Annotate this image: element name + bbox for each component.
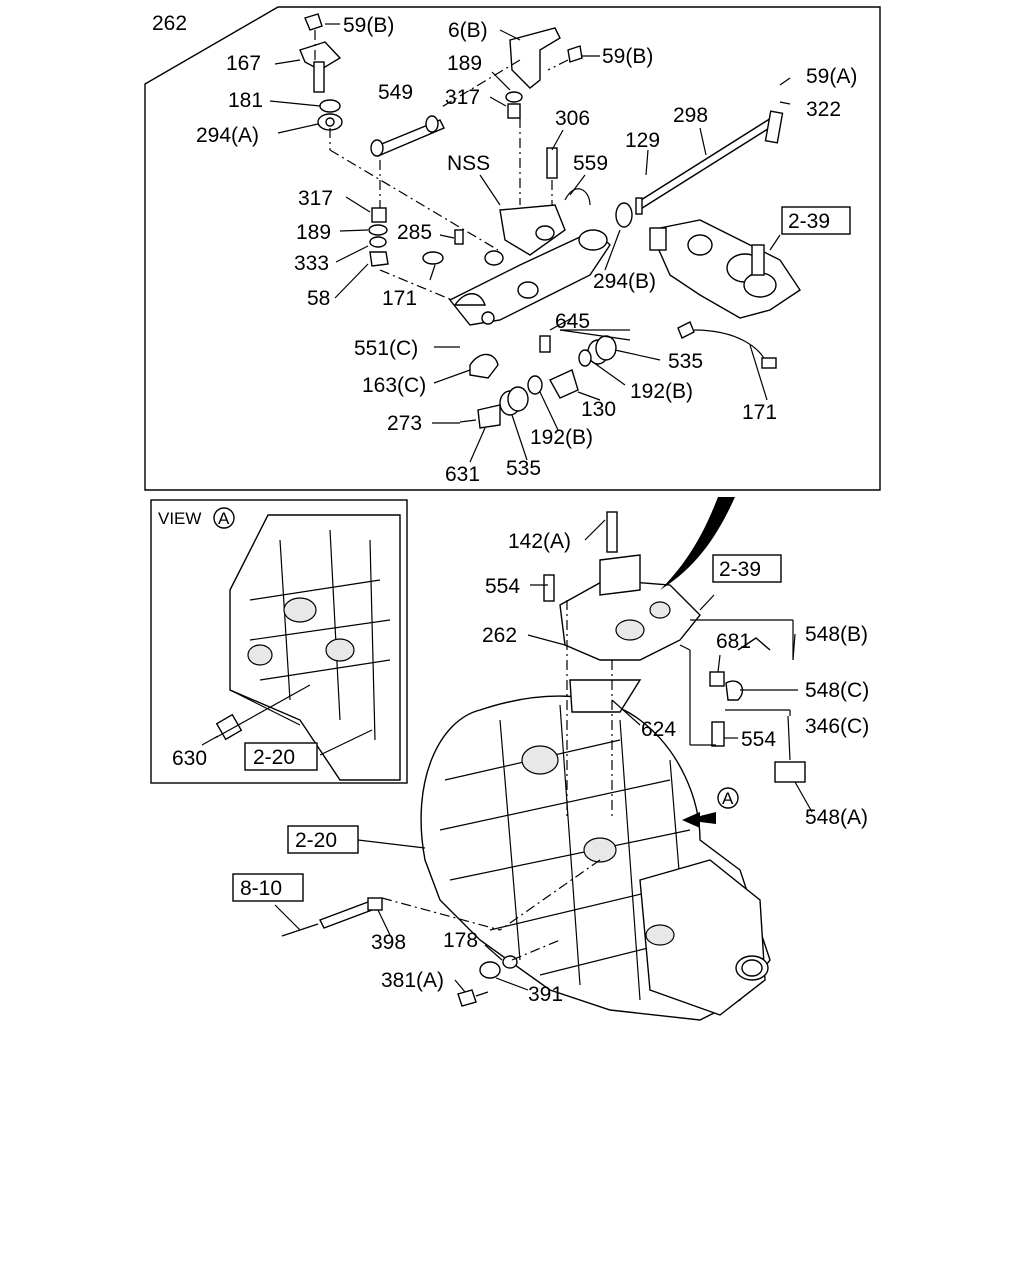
leader-lines-top	[269, 23, 791, 463]
label-630: 630	[172, 747, 207, 770]
label-189-mid: 189	[296, 221, 331, 244]
guide-dashes-bottom	[229, 600, 794, 961]
shift-housing	[448, 204, 611, 326]
view-a-marker-circle	[213, 507, 235, 529]
label-554-top: 554	[485, 575, 520, 598]
shift-tower-assembly	[543, 511, 806, 783]
ref-box-8-10: 8-10	[232, 873, 304, 902]
ref-box-2-20-view: 2-20	[244, 742, 318, 771]
svg-text:2-39: 2-39	[788, 210, 830, 233]
label-322: 322	[806, 98, 841, 121]
linkage-549	[370, 115, 445, 157]
leader-lines-bottom	[274, 519, 813, 993]
label-171-left: 171	[382, 287, 417, 310]
svg-text:8-10: 8-10	[240, 877, 282, 900]
svg-text:2-20: 2-20	[253, 746, 295, 769]
label-535-low: 535	[506, 457, 541, 480]
label-189-top: 189	[447, 52, 482, 75]
label-548c: 548(C)	[805, 679, 869, 702]
view-a-marker: A	[218, 509, 230, 528]
label-273: 273	[387, 412, 422, 435]
view-callout-arrow	[660, 497, 735, 590]
label-nss: NSS	[447, 152, 490, 175]
label-181: 181	[228, 89, 263, 112]
label-398: 398	[371, 931, 406, 954]
label-306: 306	[555, 107, 590, 130]
view-a-casing	[201, 514, 401, 781]
label-535-right: 535	[668, 350, 703, 373]
label-192b-low: 192(B)	[530, 426, 593, 449]
upper-assembly-frame	[144, 6, 881, 491]
label-262-top: 262	[152, 12, 187, 35]
shift-rod-298	[637, 110, 784, 209]
guide-dashes-top	[314, 30, 569, 301]
label-317-mid: 317	[298, 187, 333, 210]
ref-box-2-39-mid: 2-39	[712, 554, 782, 583]
label-142a: 142(A)	[508, 530, 571, 553]
view-a-title: VIEW	[158, 509, 201, 528]
label-346c: 346(C)	[805, 715, 869, 738]
label-130: 130	[581, 398, 616, 421]
label-554-low: 554	[741, 728, 776, 751]
small-parts-left	[299, 13, 464, 267]
direction-marker-circle	[717, 787, 739, 809]
direction-marker: A	[722, 789, 734, 808]
label-59a: 59(A)	[806, 65, 857, 88]
label-333: 333	[294, 252, 329, 275]
view-a-direction-arrow	[682, 812, 716, 828]
transmission-case	[420, 695, 771, 1021]
label-631: 631	[445, 463, 480, 486]
label-129: 129	[625, 129, 660, 152]
label-548a: 548(A)	[805, 806, 868, 829]
label-58: 58	[307, 287, 330, 310]
ref-box-2-39-top: 2-39	[781, 206, 851, 235]
ref-box-2-20-main: 2-20	[287, 825, 359, 854]
label-294b: 294(B)	[593, 270, 656, 293]
svg-text:2-39: 2-39	[719, 558, 761, 581]
label-59b-1: 59(B)	[343, 14, 394, 37]
label-391: 391	[528, 983, 563, 1006]
label-171-right: 171	[742, 401, 777, 424]
label-551c: 551(C)	[354, 337, 418, 360]
label-317-top: 317	[445, 86, 480, 109]
label-624: 624	[641, 718, 676, 741]
label-294a: 294(A)	[196, 124, 259, 147]
view-a-frame	[150, 499, 408, 784]
label-559: 559	[573, 152, 608, 175]
label-163c: 163(C)	[362, 374, 426, 397]
label-645: 645	[555, 310, 590, 333]
selector-assembly	[615, 197, 801, 319]
view-a-leader-630	[214, 684, 311, 739]
small-parts-top-middle	[505, 27, 591, 206]
label-167: 167	[226, 52, 261, 75]
label-178: 178	[443, 929, 478, 952]
small-parts-lower	[459, 321, 777, 429]
label-681: 681	[716, 630, 751, 653]
label-262-mid: 262	[482, 624, 517, 647]
label-192b-right: 192(B)	[630, 380, 693, 403]
svg-text:2-20: 2-20	[295, 829, 337, 852]
label-381a: 381(A)	[381, 969, 444, 992]
label-59b-2: 59(B)	[602, 45, 653, 68]
label-549: 549	[378, 81, 413, 104]
label-285: 285	[397, 221, 432, 244]
view-a-leader-220	[319, 729, 373, 756]
label-6b: 6(B)	[448, 19, 488, 42]
label-548b: 548(B)	[805, 623, 868, 646]
label-298: 298	[673, 104, 708, 127]
part-labels: 262 59(B) 167 181 294(A) 6(B) 59(B) 189 …	[152, 12, 869, 1006]
